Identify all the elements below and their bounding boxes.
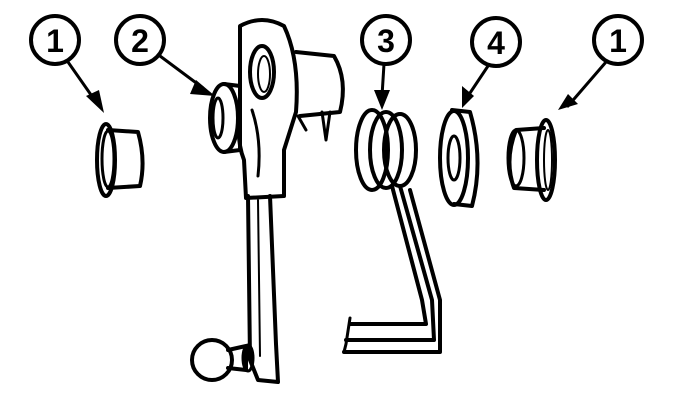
bushing-left — [95, 122, 145, 198]
callout-2-label: 2 — [131, 23, 149, 59]
callout-3-label: 3 — [377, 23, 395, 59]
lever — [190, 18, 345, 384]
bushing-right — [506, 118, 557, 202]
callout-1-right-label: 1 — [609, 23, 627, 59]
callout-1-left-label: 1 — [46, 23, 64, 59]
callout-3: 3 — [360, 14, 412, 110]
callout-1-left: 1 — [29, 14, 104, 113]
spring — [342, 108, 442, 354]
callout-4: 4 — [462, 16, 522, 108]
callout-1-right: 1 — [558, 14, 644, 110]
callout-2: 2 — [114, 14, 215, 96]
washer — [438, 108, 480, 208]
callout-4-label: 4 — [487, 25, 505, 61]
